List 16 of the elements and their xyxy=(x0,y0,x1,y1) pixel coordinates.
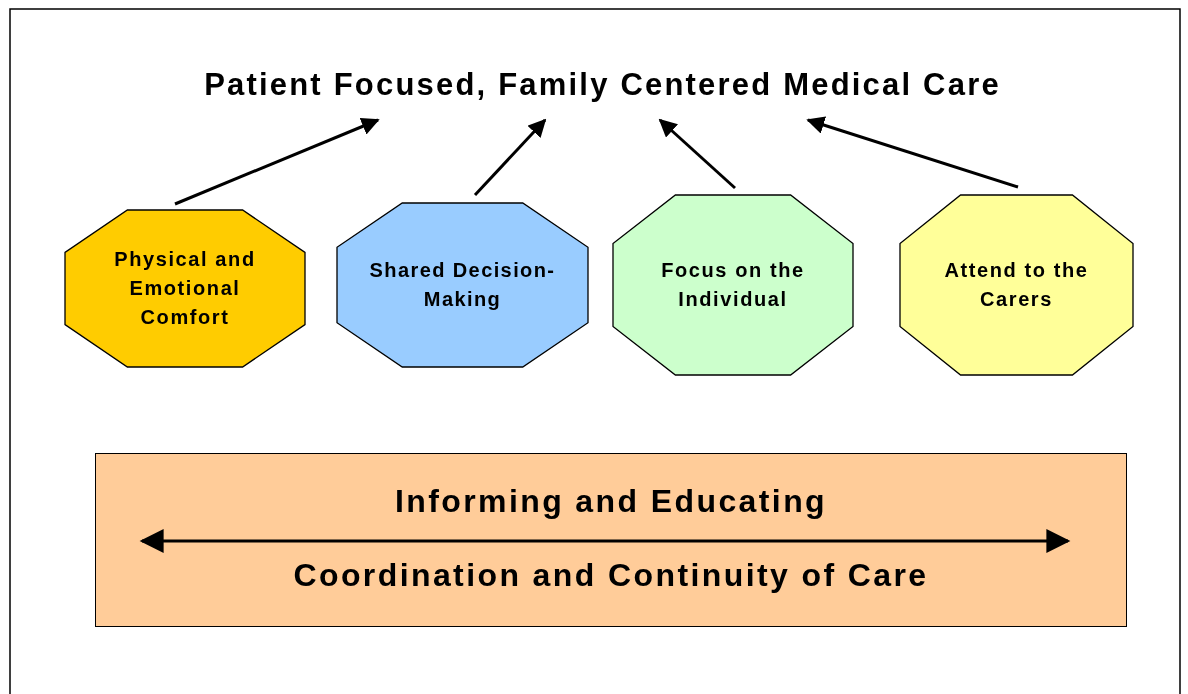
octagon-shape xyxy=(900,195,1133,375)
arrow xyxy=(658,118,736,190)
node-label: Attend to the Carers xyxy=(943,258,1090,312)
heading-text: Patient Focused, Family Centered Medical Care xyxy=(204,66,1001,104)
octagon-shape xyxy=(65,210,305,367)
octagon-shape xyxy=(337,203,588,367)
octagon-shape xyxy=(613,195,853,375)
node-label: Focus on the Individual xyxy=(660,258,806,312)
band-box xyxy=(95,453,1127,627)
arrow xyxy=(174,117,380,206)
node-label: Shared Decision-Making xyxy=(368,258,557,312)
arrow xyxy=(806,116,1019,189)
arrow xyxy=(473,118,547,197)
node-label: Physical and Emotional Comfort xyxy=(113,247,257,330)
band-text: Coordination and Continuity of Care xyxy=(293,555,929,594)
band-text: Informing and Educating xyxy=(394,482,828,521)
